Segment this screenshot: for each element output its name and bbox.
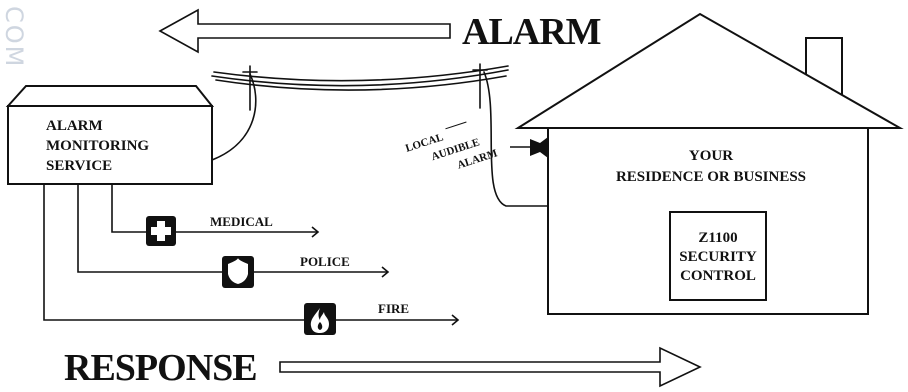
response-arrow [279,346,702,388]
premises-line2: RESIDENCE OR BUSINESS [616,169,806,185]
response-police-label: POLICE [300,254,350,269]
response-heading: RESPONSE [64,347,257,389]
fire-flame-icon [304,303,336,335]
medical-cross-icon [146,216,176,246]
alarm-arrow [158,8,451,54]
monitoring-service-line3: SERVICE [46,158,112,174]
response-medical-label: MEDICAL [210,214,273,229]
local-audible-alarm-label: LOCAL AUDIBLE ALARM [404,121,499,172]
security-control-panel [669,211,767,301]
horn-icon [510,137,548,158]
premises-line1: YOUR [689,148,733,164]
police-shield-icon [222,256,254,288]
control-panel-line3: CONTROL [680,268,756,284]
phone-line [211,63,671,265]
watermark-text: COM [0,6,28,68]
monitoring-service-line2: MONITORING [46,138,149,154]
monitoring-service-building [5,85,215,185]
response-routes [43,184,460,326]
control-panel-line1: Z1100 [698,230,737,246]
monitoring-service-line1: ALARM [46,118,103,134]
alarm-heading: ALARM [462,11,601,53]
control-panel-line2: SECURITY [679,249,757,265]
response-fire-label: FIRE [378,301,409,316]
